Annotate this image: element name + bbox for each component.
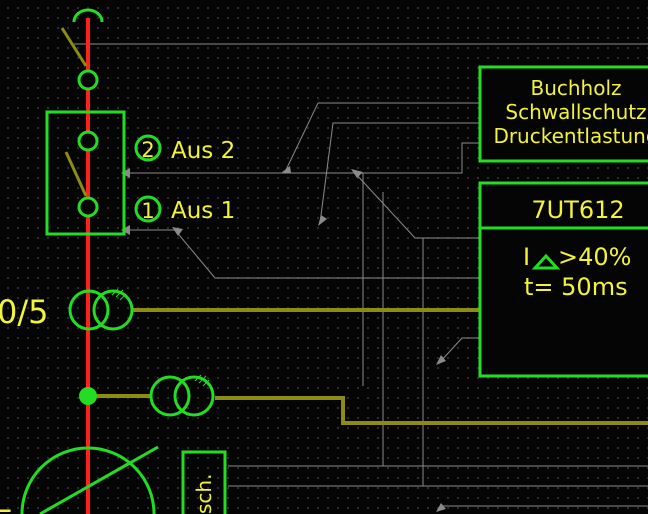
signal-arrowheads (121, 166, 446, 512)
breaker-upper-contact (77, 130, 99, 152)
relay-setting-current-value: >40% (558, 243, 631, 271)
relay-box-frame (478, 181, 648, 378)
trip2-number: 2 (141, 138, 154, 162)
signal-line-druck-feed (354, 172, 480, 239)
ct1-hatch (111, 288, 127, 301)
signal-line-buchholz-feed (284, 102, 480, 173)
ct-ratio-label: 0/5 (0, 293, 49, 331)
protection-box-line1: Buchholz (530, 76, 621, 100)
relay-box[interactable]: 7UT612 I >40% t= 50ms (478, 181, 648, 378)
signal-line-schwall-feed (319, 122, 480, 224)
relay-setting-time: t= 50ms (524, 273, 628, 301)
signal-line-relay-lower (439, 337, 480, 363)
breaker-blade (64, 151, 88, 197)
disconnector-arc (72, 8, 104, 23)
signal-line-trip1-bus (125, 229, 480, 279)
side-box-frame (181, 450, 227, 514)
relay-name: 7UT612 (531, 196, 624, 224)
side-box-label: sch. (192, 474, 216, 514)
arrowhead-8 (436, 503, 446, 512)
arrowhead-2 (318, 215, 327, 226)
disconnector-blade (60, 27, 88, 67)
power-transformer (20, 445, 159, 514)
protection-box-line2: Schwallschutz (505, 100, 646, 124)
top-disconnector (60, 8, 104, 91)
current-transformer-1 (68, 288, 134, 331)
breaker-frame (45, 110, 126, 236)
circuit-breaker[interactable] (45, 110, 126, 236)
left-edge-fragment: L (0, 485, 11, 514)
trip2-label: Aus 2 (171, 138, 235, 164)
transformer-arrow-line (39, 445, 159, 514)
trip-2: 2 Aus 2 (134, 134, 235, 164)
protection-box-line3: Druckentlastung (493, 124, 648, 148)
ct1-coil-left (68, 289, 110, 331)
ct2-coil-left (149, 375, 191, 417)
protection-box-frame (478, 65, 648, 163)
trip2-number-circle (134, 134, 162, 162)
cable-ct2-right (215, 396, 648, 425)
busbar-junction (79, 387, 97, 405)
trip1-number: 1 (141, 199, 154, 223)
signal-lines (74, 43, 648, 507)
signal-line-trip2-bus (125, 142, 480, 174)
trip1-number-circle (134, 195, 162, 223)
arrowhead-6 (172, 227, 183, 236)
side-box[interactable]: sch. (181, 450, 227, 514)
arrowhead-1 (281, 166, 291, 173)
trip1-label: Aus 1 (171, 198, 235, 224)
relay-setting-current-prefix: I (523, 243, 530, 271)
arrowhead-7 (436, 355, 446, 365)
disconnector-contact (77, 69, 99, 91)
ct2-coil-right (173, 375, 215, 417)
ct1-coil-right (92, 289, 134, 331)
delta-icon (531, 253, 561, 270)
transformer-arc (20, 446, 156, 514)
ct2-hatch (194, 374, 210, 387)
protection-box[interactable]: Buchholz Schwallschutz Druckentlastung (478, 65, 648, 163)
arrowhead-3 (351, 169, 363, 178)
current-transformer-2 (149, 374, 215, 417)
cable-lines (88, 308, 648, 425)
trip-1: 1 Aus 1 (134, 195, 235, 224)
breaker-lower-contact (77, 196, 99, 218)
